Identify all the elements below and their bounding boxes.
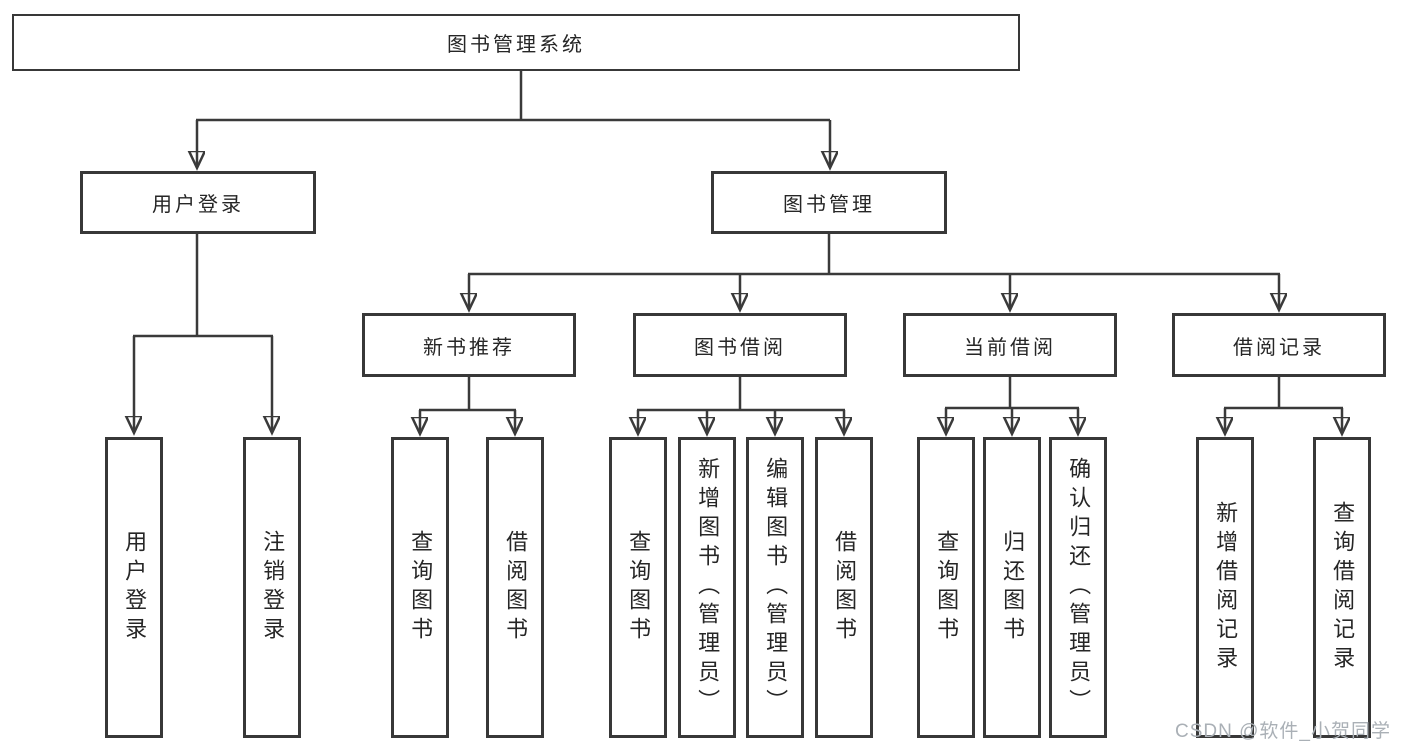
node-edit-books-admin-leaf: 编辑图书（管理员） [746, 437, 804, 738]
node-add-borrow-record-leaf: 新增借阅记录 [1196, 437, 1254, 738]
node-borrowing-records: 借阅记录 [1172, 313, 1386, 377]
node-book-borrowing: 图书借阅 [633, 313, 847, 377]
node-new-book-recommendation: 新书推荐 [362, 313, 576, 377]
node-user-login: 用户登录 [80, 171, 316, 234]
node-book-management: 图书管理 [711, 171, 947, 234]
watermark-text: CSDN @软件_小贺同学 [1175, 721, 1391, 742]
node-confirm-return-admin-leaf: 确认归还（管理员） [1049, 437, 1107, 738]
node-borrow-books-leaf-2: 借阅图书 [815, 437, 873, 738]
node-logout-leaf: 注销登录 [243, 437, 301, 738]
node-add-books-admin-leaf: 新增图书（管理员） [678, 437, 736, 738]
node-library-management-system: 图书管理系统 [12, 14, 1020, 71]
node-search-books-leaf-2: 查询图书 [609, 437, 667, 738]
node-return-books-leaf: 归还图书 [983, 437, 1041, 738]
node-current-borrowing: 当前借阅 [903, 313, 1117, 377]
node-search-books-leaf-1: 查询图书 [391, 437, 449, 738]
node-borrow-books-leaf-1: 借阅图书 [486, 437, 544, 738]
node-search-books-leaf-3: 查询图书 [917, 437, 975, 738]
node-search-borrow-record-leaf: 查询借阅记录 [1313, 437, 1371, 738]
node-user-login-leaf: 用户登录 [105, 437, 163, 738]
